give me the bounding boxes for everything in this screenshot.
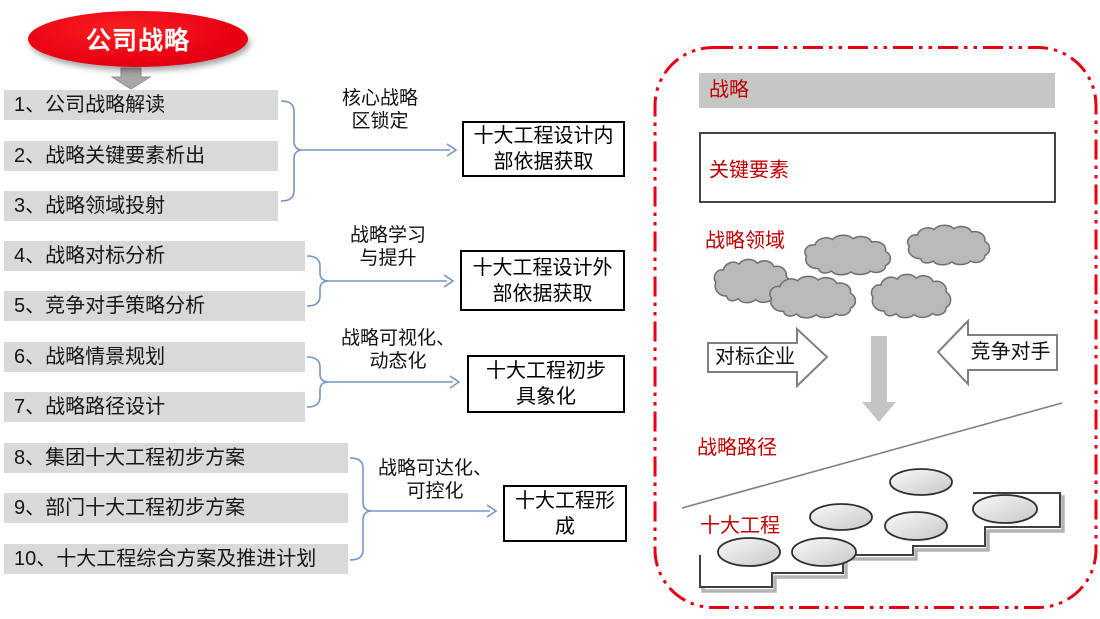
flow-arrowhead-1 — [446, 143, 458, 157]
flow-arrowhead-2 — [443, 274, 455, 288]
flow-label-1-line2: 区锁定 — [351, 111, 409, 132]
target-box-1-line2: 部依据获取 — [493, 151, 594, 173]
strategy-path-label: 战略路径 — [697, 437, 777, 459]
target-box-visualization: 十大工程初步 具象化 — [467, 355, 625, 413]
staircase-shape — [699, 492, 1061, 588]
down-arrow-icon — [110, 67, 152, 90]
flow-label-2: 战略学习 与提升 — [326, 224, 450, 270]
flow-label-2-line1: 战略学习 — [349, 225, 426, 246]
list-item-1: 1、公司战略解读 — [4, 90, 278, 120]
ten-projects-label: 十大工程 — [700, 515, 780, 537]
flow-label-3: 战略可视化、 动态化 — [333, 327, 463, 373]
strategy-domain-label: 战略领域 — [705, 230, 785, 252]
brace-group-4 — [349, 457, 373, 561]
target-box-internal-basis: 十大工程设计内 部依据获取 — [462, 121, 625, 177]
cloud-shape — [769, 275, 857, 319]
target-box-1-line1: 十大工程设计内 — [473, 125, 614, 147]
list-item-10: 10、十大工程综合方案及推进计划 — [4, 544, 348, 574]
flow-label-3-line1: 战略可视化、 — [340, 328, 455, 349]
flow-label-1-line1: 核心战略 — [341, 88, 418, 109]
list-item-2: 2、战略关键要素析出 — [4, 141, 278, 171]
list-item-4: 4、战略对标分析 — [4, 241, 305, 271]
target-box-external-basis: 十大工程设计外 部依据获取 — [460, 250, 625, 311]
flow-label-4-line2: 可控化 — [406, 481, 464, 502]
company-strategy-label: 公司战略 — [85, 27, 190, 55]
list-item-6: 6、战略情景规划 — [4, 342, 305, 372]
flow-arrows — [303, 143, 498, 518]
key-elements-label: 关键要素 — [709, 159, 789, 181]
benchmark-arrow-label: 对标企业 — [715, 346, 795, 368]
key-elements-box: 关键要素 — [699, 132, 1056, 203]
target-box-4-line2: 成 — [555, 515, 575, 538]
strategy-bar: 战略 — [699, 73, 1055, 108]
target-box-2-line2: 部依据获取 — [492, 282, 593, 305]
list-item-5: 5、竞争对手策略分析 — [4, 291, 305, 321]
target-box-4-line1: 十大工程形 — [515, 489, 615, 512]
list-item-3: 3、战略领域投射 — [4, 191, 278, 221]
staircase-shadow — [701, 495, 1065, 593]
flow-arrowhead-4 — [486, 504, 498, 518]
brace-group-3 — [306, 356, 330, 408]
target-box-2-line1: 十大工程设计外 — [472, 256, 613, 279]
cloud-shape — [906, 224, 991, 266]
flow-label-2-line2: 与提升 — [359, 248, 417, 269]
panel-down-arrow-icon — [862, 336, 896, 422]
list-item-9: 9、部门十大工程初步方案 — [4, 493, 348, 523]
competitor-block-arrow — [936, 318, 1058, 387]
competitor-arrow-label: 竞争对手 — [970, 341, 1051, 363]
flow-label-4-line1: 战略可达化、 — [377, 458, 492, 479]
list-item-8: 8、集团十大工程初步方案 — [4, 443, 348, 473]
flow-label-4: 战略可达化、 可控化 — [370, 457, 500, 503]
cloud-shape — [804, 234, 892, 276]
company-strategy-ellipse: 公司战略 — [28, 11, 248, 67]
list-item-7: 7、战略路径设计 — [4, 392, 305, 422]
strategy-path-line — [681, 402, 1063, 509]
flow-arrowhead-3 — [449, 375, 461, 389]
cloud-shape — [870, 273, 952, 319]
target-box-3-line2: 具象化 — [516, 386, 576, 408]
flow-label-1: 核心战略 区锁定 — [318, 87, 442, 133]
brace-group-1 — [280, 100, 304, 202]
target-box-formation: 十大工程形 成 — [503, 485, 627, 542]
flow-label-3-line2: 动态化 — [369, 351, 427, 372]
strategy-bar-label: 战略 — [709, 79, 749, 101]
strategy-panel-border — [653, 46, 1098, 609]
benchmark-block-arrow — [707, 326, 829, 389]
target-box-3-line1: 十大工程初步 — [486, 360, 606, 382]
project-ellipses — [717, 468, 1038, 567]
